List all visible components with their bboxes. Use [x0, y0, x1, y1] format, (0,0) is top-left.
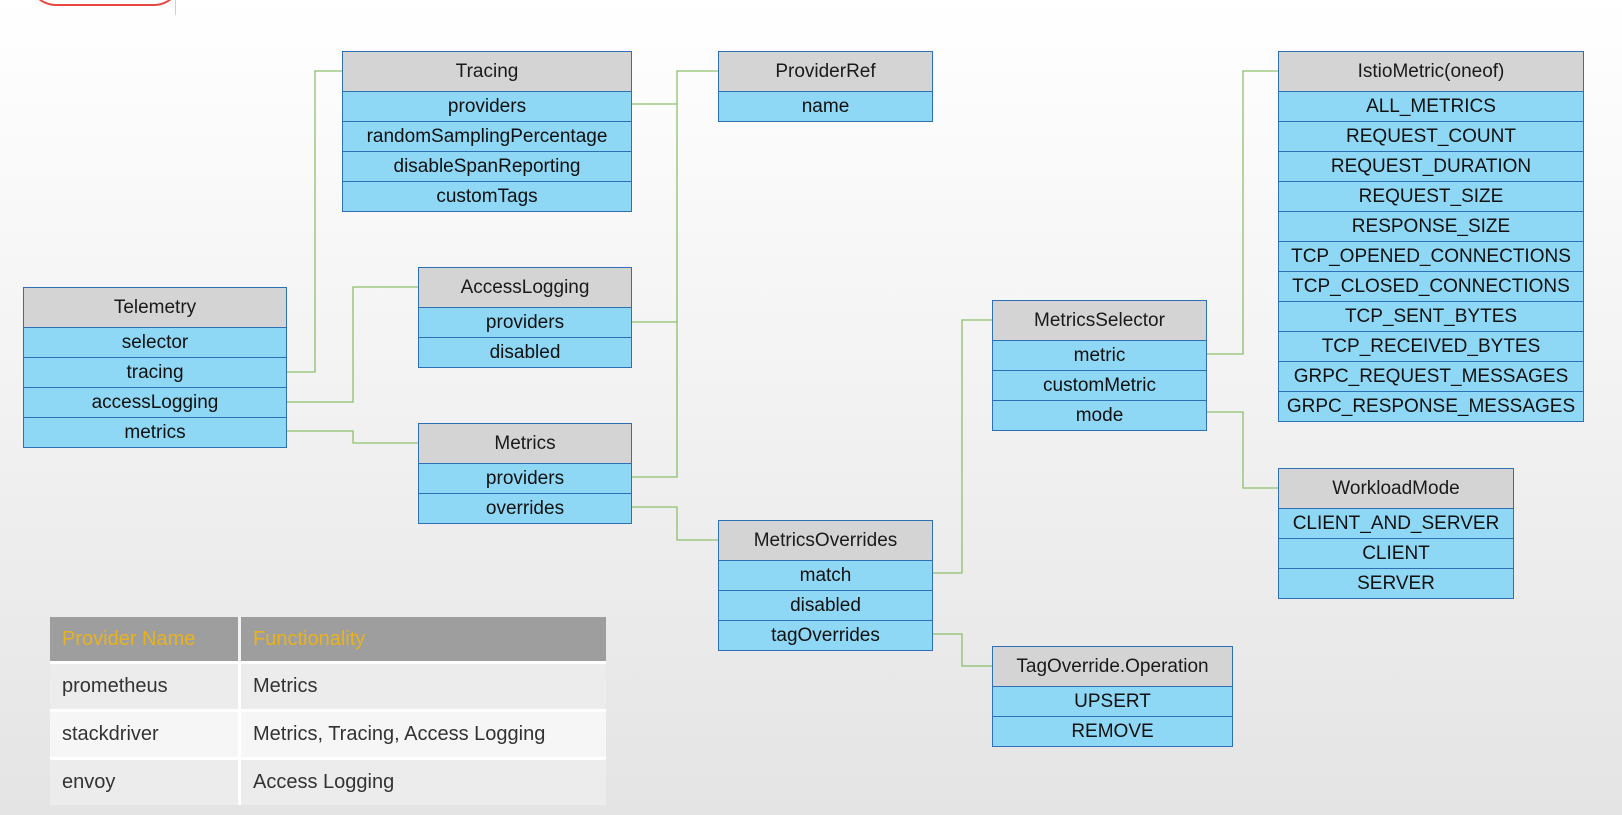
connector-telemetry-to-accesslogging — [287, 286, 418, 403]
field-row: customMetric — [993, 371, 1206, 401]
field-row: GRPC_RESPONSE_MESSAGES — [1279, 392, 1583, 421]
box-title: MetricsSelector — [993, 301, 1206, 341]
box-title: WorkloadMode — [1279, 469, 1513, 509]
field-row: match — [719, 561, 932, 591]
field-row: UPSERT — [993, 687, 1232, 717]
box-title: Tracing — [343, 52, 631, 92]
provider-name-cell: prometheus — [50, 661, 241, 709]
field-row: providers — [419, 308, 631, 338]
box-workload-mode: WorkloadMode CLIENT_AND_SERVER CLIENT SE… — [1278, 468, 1514, 599]
field-row: REQUEST_DURATION — [1279, 152, 1583, 182]
connector-overrides-to-tagoperation — [933, 633, 992, 667]
column-header-functionality: Functionality — [241, 617, 606, 661]
connector-telemetry-to-tracing — [287, 70, 342, 373]
field-row: name — [719, 92, 932, 121]
provider-name-cell: envoy — [50, 757, 241, 805]
functionality-cell: Metrics, Tracing, Access Logging — [241, 709, 606, 757]
box-access-logging: AccessLogging providers disabled — [418, 267, 632, 368]
field-row: metrics — [24, 418, 286, 447]
connector-selector-to-workloadmode — [1207, 411, 1278, 489]
field-row: tagOverrides — [719, 621, 932, 650]
connector-selector-to-istiometric — [1207, 70, 1278, 355]
divider — [175, 0, 176, 15]
table-header-row: Provider Name Functionality — [50, 617, 606, 661]
connector-metrics-to-overrides — [632, 506, 718, 541]
box-title: AccessLogging — [419, 268, 631, 308]
field-row: disabled — [719, 591, 932, 621]
box-title: ProviderRef — [719, 52, 932, 92]
field-row: randomSamplingPercentage — [343, 122, 631, 152]
field-row: TCP_RECEIVED_BYTES — [1279, 332, 1583, 362]
functionality-cell: Access Logging — [241, 757, 606, 805]
box-tag-override-operation: TagOverride.Operation UPSERT REMOVE — [992, 646, 1233, 747]
field-row: providers — [419, 464, 631, 494]
logo-shape — [28, 0, 182, 6]
table-row: envoy Access Logging — [50, 757, 606, 805]
field-row: CLIENT — [1279, 539, 1513, 569]
connector-telemetry-to-metrics — [287, 430, 418, 444]
field-row: RESPONSE_SIZE — [1279, 212, 1583, 242]
column-header-provider-name: Provider Name — [50, 617, 241, 661]
field-row: CLIENT_AND_SERVER — [1279, 509, 1513, 539]
field-row: TCP_OPENED_CONNECTIONS — [1279, 242, 1583, 272]
field-row: mode — [993, 401, 1206, 430]
box-title: IstioMetric(oneof) — [1279, 52, 1583, 92]
field-row: providers — [343, 92, 631, 122]
field-row: accessLogging — [24, 388, 286, 418]
table-row: prometheus Metrics — [50, 661, 606, 709]
box-title: Metrics — [419, 424, 631, 464]
connector-overrides-to-selector — [933, 319, 992, 574]
field-row: metric — [993, 341, 1206, 371]
functionality-cell: Metrics — [241, 661, 606, 709]
field-row: selector — [24, 328, 286, 358]
table-row: stackdriver Metrics, Tracing, Access Log… — [50, 709, 606, 757]
box-istio-metric: IstioMetric(oneof) ALL_METRICS REQUEST_C… — [1278, 51, 1584, 422]
field-row: REQUEST_SIZE — [1279, 182, 1583, 212]
box-title: TagOverride.Operation — [993, 647, 1232, 687]
field-row: SERVER — [1279, 569, 1513, 598]
field-row: tracing — [24, 358, 286, 388]
field-row: disableSpanReporting — [343, 152, 631, 182]
box-tracing: Tracing providers randomSamplingPercenta… — [342, 51, 632, 212]
provider-name-cell: stackdriver — [50, 709, 241, 757]
box-metrics-selector: MetricsSelector metric customMetric mode — [992, 300, 1207, 431]
box-title: Telemetry — [24, 288, 286, 328]
box-metrics-overrides: MetricsOverrides match disabled tagOverr… — [718, 520, 933, 651]
field-row: ALL_METRICS — [1279, 92, 1583, 122]
box-provider-ref: ProviderRef name — [718, 51, 933, 122]
field-row: TCP_CLOSED_CONNECTIONS — [1279, 272, 1583, 302]
provider-table: Provider Name Functionality prometheus M… — [50, 617, 606, 805]
field-row: REMOVE — [993, 717, 1232, 746]
field-row: disabled — [419, 338, 631, 367]
connector-metrics-to-providerref — [632, 70, 718, 478]
field-row: customTags — [343, 182, 631, 211]
field-row: TCP_SENT_BYTES — [1279, 302, 1583, 332]
field-row: REQUEST_COUNT — [1279, 122, 1583, 152]
field-row: overrides — [419, 494, 631, 523]
field-row: GRPC_REQUEST_MESSAGES — [1279, 362, 1583, 392]
box-telemetry: Telemetry selector tracing accessLogging… — [23, 287, 287, 448]
box-title: MetricsOverrides — [719, 521, 932, 561]
box-metrics: Metrics providers overrides — [418, 423, 632, 524]
